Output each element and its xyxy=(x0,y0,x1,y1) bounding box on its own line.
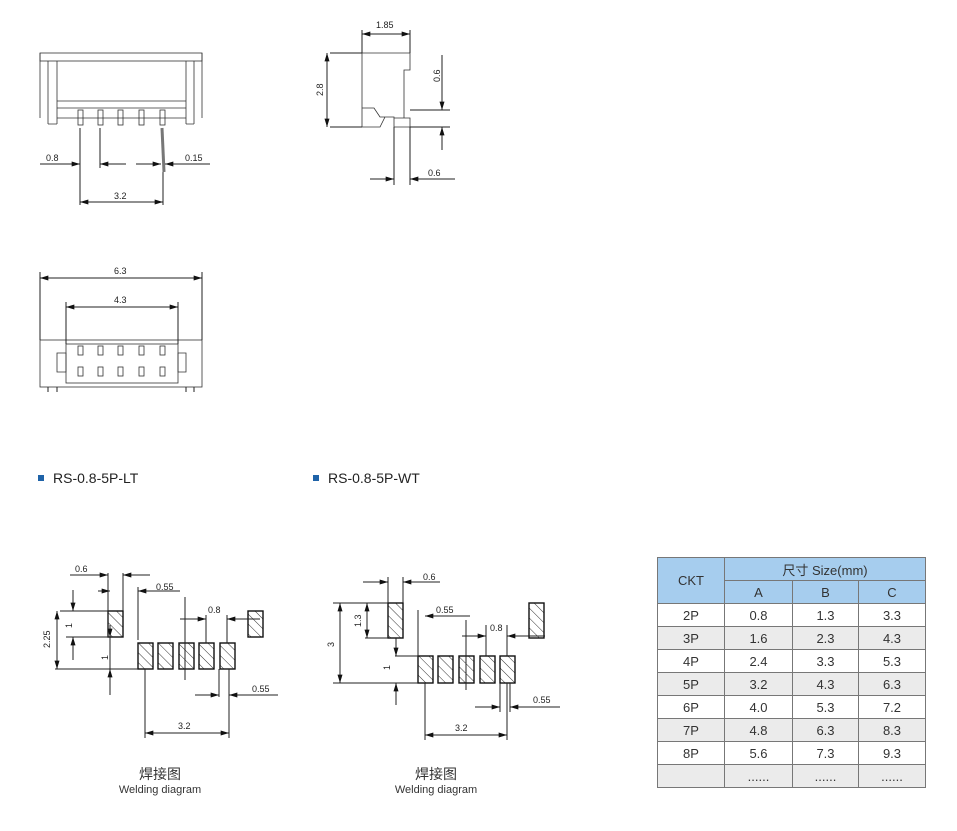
dim-inner: 4.3 xyxy=(114,295,127,305)
table-cell: 5.6 xyxy=(724,741,793,765)
header-ckt: CKT xyxy=(657,557,725,604)
table-cell: 3.2 xyxy=(724,672,793,696)
dim-a: 0.6 xyxy=(423,572,436,582)
caption-en: Welding diagram xyxy=(394,784,478,796)
dim-pin-width: 0.15 xyxy=(185,153,203,163)
table-cell: 6.3 xyxy=(792,718,859,742)
header-col-a: A xyxy=(724,580,793,604)
dim-b: 0.55 xyxy=(436,605,454,615)
model-name: RS-0.8-5P-LT xyxy=(53,470,139,486)
header-col-b: B xyxy=(792,580,859,604)
dim-depth: 1.85 xyxy=(376,20,394,30)
table-cell: 3.3 xyxy=(858,603,926,627)
table-cell: 2.4 xyxy=(724,649,793,673)
dim-f: 1 xyxy=(100,655,110,660)
dim-h: 3.2 xyxy=(178,721,191,731)
table-cell: ...... xyxy=(792,764,859,788)
dim-g: 0.55 xyxy=(533,695,551,705)
dim-b: 0.55 xyxy=(156,582,174,592)
dim-c: 0.8 xyxy=(208,605,221,615)
table-cell: 5P xyxy=(657,672,725,696)
table-cell: 8.3 xyxy=(858,718,926,742)
dim-step-width: 0.6 xyxy=(428,168,441,178)
dim-h: 3.2 xyxy=(455,723,468,733)
table-cell: 7P xyxy=(657,718,725,742)
table-cell: 6.3 xyxy=(858,672,926,696)
dim-pitch: 0.8 xyxy=(46,153,59,163)
model-label-wt: RS-0.8-5P-WT xyxy=(313,470,420,486)
welding-diagram-lt: 0.6 0.55 0.8 2.25 1 1 0.55 3.2 xyxy=(42,564,278,738)
dim-step-height: 0.6 xyxy=(432,69,442,82)
dim-e: 1.3 xyxy=(353,614,363,627)
table-cell: 0.8 xyxy=(724,603,793,627)
dim-g: 0.55 xyxy=(252,684,270,694)
table-cell: 4P xyxy=(657,649,725,673)
caption-wt: 焊接图 Welding diagram xyxy=(376,764,496,796)
front-view: 0.8 0.15 3.2 xyxy=(39,52,210,205)
table-cell: 8P xyxy=(657,741,725,765)
bullet-icon xyxy=(38,475,44,481)
dim-d: 2.25 xyxy=(42,630,52,648)
table-cell xyxy=(657,764,725,788)
model-label-lt: RS-0.8-5P-LT xyxy=(38,470,138,486)
table-row: .................. xyxy=(657,764,926,788)
table-cell: 4.3 xyxy=(792,672,859,696)
table-cell: 2.3 xyxy=(792,626,859,650)
bottom-view: 6.3 4.3 xyxy=(39,266,203,392)
caption-zh: 焊接图 xyxy=(415,766,457,782)
dim-e: 1 xyxy=(64,623,74,628)
dim-f: 1 xyxy=(382,665,392,670)
side-view: 1.85 2.8 0.6 0.6 xyxy=(315,20,455,185)
table-cell: 3P xyxy=(657,626,725,650)
caption-zh: 焊接图 xyxy=(139,766,181,782)
table-cell: 2P xyxy=(657,603,725,627)
dim-d: 3 xyxy=(326,642,336,647)
header-size: 尺寸 Size(mm) xyxy=(724,557,926,581)
table-cell: 3.3 xyxy=(792,649,859,673)
table-cell: 4.3 xyxy=(858,626,926,650)
table-cell: ...... xyxy=(724,764,793,788)
table-cell: 1.3 xyxy=(792,603,859,627)
table-cell: ...... xyxy=(858,764,926,788)
welding-diagram-wt: 0.6 0.55 0.8 3 1.3 1 0.55 3.2 xyxy=(326,572,560,740)
table-cell: 6P xyxy=(657,695,725,719)
dim-c: 0.8 xyxy=(490,623,503,633)
dim-a: 0.6 xyxy=(75,564,88,574)
dim-height: 2.8 xyxy=(315,83,325,96)
dim-span: 3.2 xyxy=(114,191,127,201)
table-cell: 5.3 xyxy=(792,695,859,719)
dim-overall: 6.3 xyxy=(114,266,127,276)
table-cell: 5.3 xyxy=(858,649,926,673)
caption-lt: 焊接图 Welding diagram xyxy=(100,764,220,796)
caption-en: Welding diagram xyxy=(118,784,202,796)
table-cell: 9.3 xyxy=(858,741,926,765)
table-cell: 4.0 xyxy=(724,695,793,719)
table-cell: 7.2 xyxy=(858,695,926,719)
table-cell: 1.6 xyxy=(724,626,793,650)
header-col-c: C xyxy=(858,580,926,604)
table-cell: 4.8 xyxy=(724,718,793,742)
model-name: RS-0.8-5P-WT xyxy=(328,470,420,486)
table-cell: 7.3 xyxy=(792,741,859,765)
bullet-icon xyxy=(313,475,319,481)
